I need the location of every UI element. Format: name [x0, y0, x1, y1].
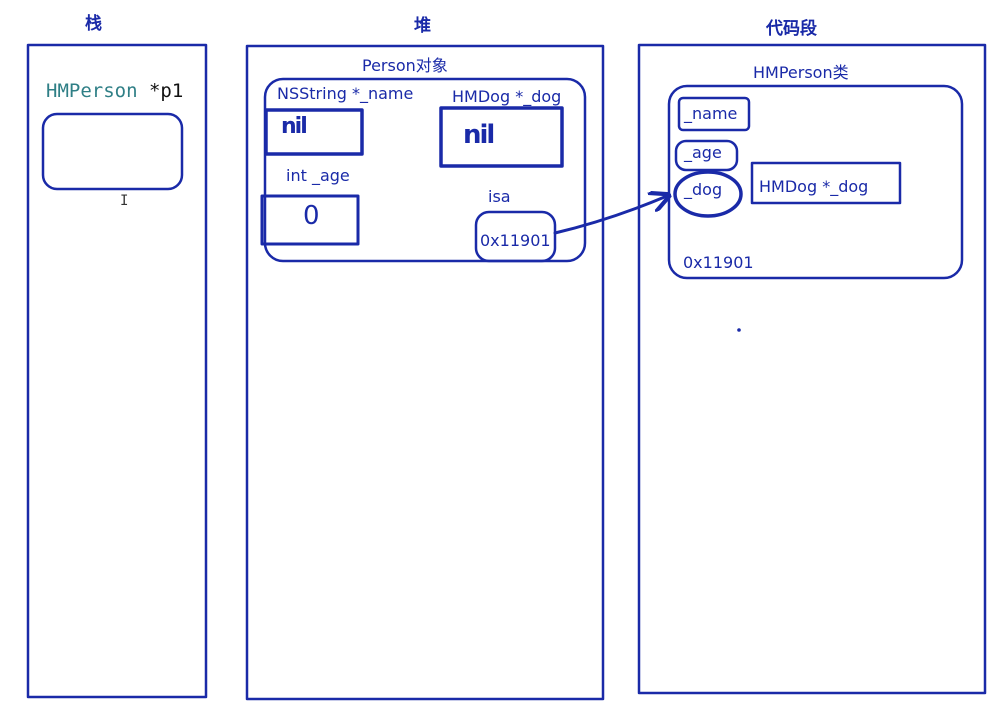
- heap-title: 堆: [414, 16, 431, 36]
- text-cursor-icon: I: [120, 193, 129, 209]
- ivar-dog-circle: [673, 170, 743, 218]
- name-value: nil: [281, 114, 308, 139]
- dog-value: nil: [463, 120, 495, 150]
- name-field-label: NSString *_name: [277, 84, 414, 103]
- isa-value: 0x11901: [480, 231, 551, 250]
- person-object-box: [263, 77, 587, 263]
- code-segment-title: 代码段: [766, 19, 817, 39]
- pointer-declaration: HMPerson *p1: [46, 82, 183, 101]
- stack-pointer-slot: [41, 112, 184, 191]
- age-value: 0: [303, 201, 320, 231]
- ivar-name: _name: [684, 104, 738, 123]
- name-value-box: [264, 108, 364, 156]
- ivar-age-box: [674, 139, 739, 172]
- dog-value-box: [439, 106, 564, 168]
- declaration-var: *p1: [148, 80, 184, 102]
- ivar-dog-type: HMDog *_dog: [759, 177, 869, 196]
- dog-field-label: HMDog *_dog: [452, 87, 562, 106]
- person-object-title: Person对象: [362, 56, 448, 75]
- stack-title: 栈: [85, 14, 102, 34]
- isa-field-label: isa: [488, 187, 511, 206]
- declaration-type: HMPerson: [46, 80, 138, 102]
- stray-dot: [737, 328, 741, 332]
- isa-arrow: [553, 196, 667, 235]
- ivar-dog-type-box: [750, 161, 902, 205]
- class-address: 0x11901: [683, 253, 754, 272]
- age-value-box: [260, 194, 360, 246]
- class-title: HMPerson类: [753, 63, 849, 82]
- heap-panel: [245, 44, 605, 701]
- ivar-age: _age: [684, 143, 722, 162]
- class-box: [667, 84, 964, 280]
- ivar-name-box: [677, 96, 751, 132]
- isa-value-box: [474, 210, 557, 263]
- stack-panel: [26, 43, 208, 699]
- ivar-dog: _dog: [684, 180, 723, 199]
- age-field-label: int _age: [286, 166, 350, 185]
- code-segment-panel: [637, 43, 987, 695]
